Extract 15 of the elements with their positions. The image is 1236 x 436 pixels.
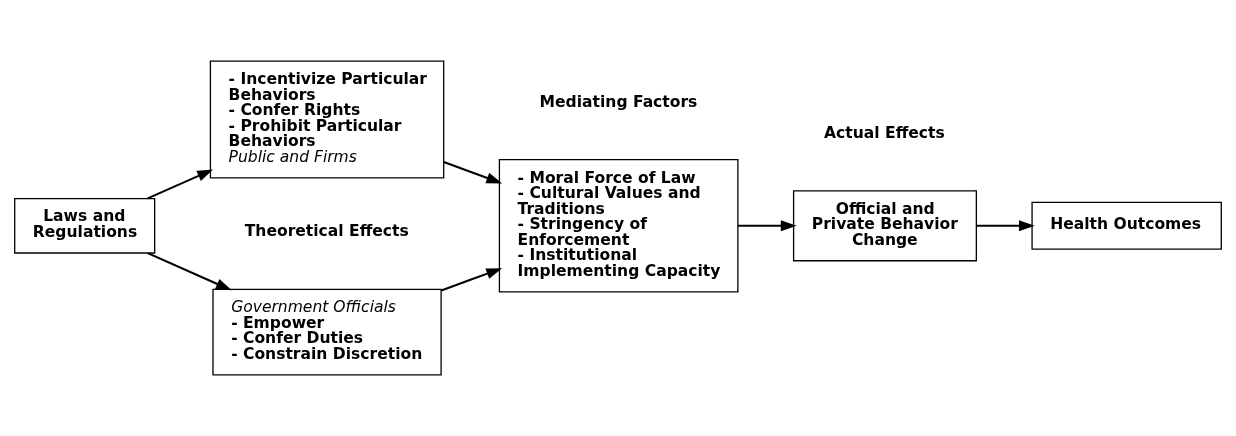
arrow [147,252,232,291]
label: Theoretical Effects [244,222,409,241]
label: Mediating Factors [539,92,698,111]
arrow [443,161,503,184]
arrow [976,220,1035,232]
node-box: Government Officials - Empower - Confer Duties - Constrain Discretion [212,288,442,376]
label: Actual Effects [824,123,945,142]
arrow [440,268,503,292]
node-box: Health Outcomes [1031,201,1222,250]
node-box: Official and Private Behavior Change [792,190,977,262]
node-box: Laws and Regulations [14,197,156,254]
arrow [737,220,797,232]
node-box: - Moral Force of Law - Cultural Values and Traditions - Stringency of Enforcement - Institutional Implementing Capacity [498,159,739,293]
arrow [147,169,214,200]
node-box: - Incentivize Particular Behaviors - Confer Rights - Prohibit Particular Behaviors Public and Firms [209,60,445,179]
